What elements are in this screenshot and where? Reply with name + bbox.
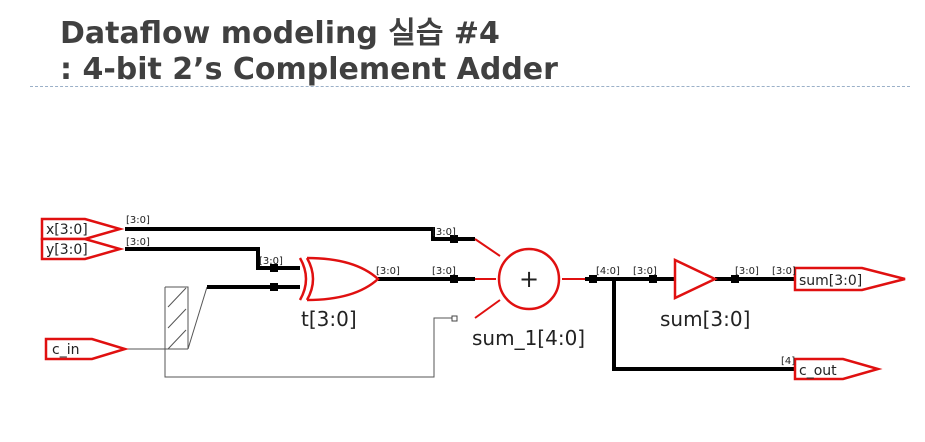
port-y-label: y[3:0] bbox=[46, 242, 88, 258]
bus-label-t-to-adder: [3:0] bbox=[432, 266, 456, 277]
port-c-in: c_in bbox=[44, 337, 130, 361]
bus-label-x-to-adder: [3:0] bbox=[432, 227, 456, 238]
adder-symbol: + bbox=[519, 265, 539, 293]
port-x-label: x[3:0] bbox=[46, 222, 88, 238]
slide-title-line2: : 4-bit 2’s Complement Adder bbox=[60, 52, 558, 87]
adder-circle bbox=[497, 247, 561, 311]
bus-label-y-out: [3:0] bbox=[126, 237, 150, 248]
port-c-out-label: c_out bbox=[799, 363, 837, 379]
bus-junctions bbox=[270, 235, 739, 291]
buffer-gate bbox=[673, 258, 718, 300]
title-divider bbox=[30, 86, 910, 87]
slide-title-line1: Dataflow modeling 실습 #4 bbox=[60, 16, 500, 51]
bus-label-adder-out: [4:0] bbox=[596, 266, 620, 277]
junction-c-in bbox=[451, 315, 458, 322]
bus-label-x-out: [3:0] bbox=[126, 215, 150, 226]
adder-label: sum_1[4:0] bbox=[472, 326, 585, 350]
bus-label-c-out-in: [4] bbox=[781, 356, 795, 367]
c-in-wires bbox=[125, 286, 452, 378]
port-c-out: c_out bbox=[793, 357, 883, 381]
bus-label-xor-out: [3:0] bbox=[376, 266, 400, 277]
bus-label-to-buffer: [3:0] bbox=[633, 266, 657, 277]
bus-label-buffer-out: [3:0] bbox=[735, 266, 759, 277]
port-sum-label: sum[3:0] bbox=[799, 273, 862, 289]
bus-label-sum-in: [3:0] bbox=[772, 266, 796, 277]
xor-label: t[3:0] bbox=[301, 307, 357, 331]
adder-connections bbox=[474, 238, 585, 319]
xor-gate bbox=[298, 256, 380, 302]
bus-label-y-to-xor: [3:0] bbox=[259, 256, 283, 267]
port-sum: sum[3:0] bbox=[793, 266, 906, 292]
port-x: x[3:0] bbox=[40, 217, 125, 241]
buffer-label: sum[3:0] bbox=[660, 307, 750, 331]
port-c-in-label: c_in bbox=[52, 342, 79, 358]
bus-wires bbox=[125, 227, 795, 371]
port-y: y[3:0] bbox=[40, 237, 125, 261]
